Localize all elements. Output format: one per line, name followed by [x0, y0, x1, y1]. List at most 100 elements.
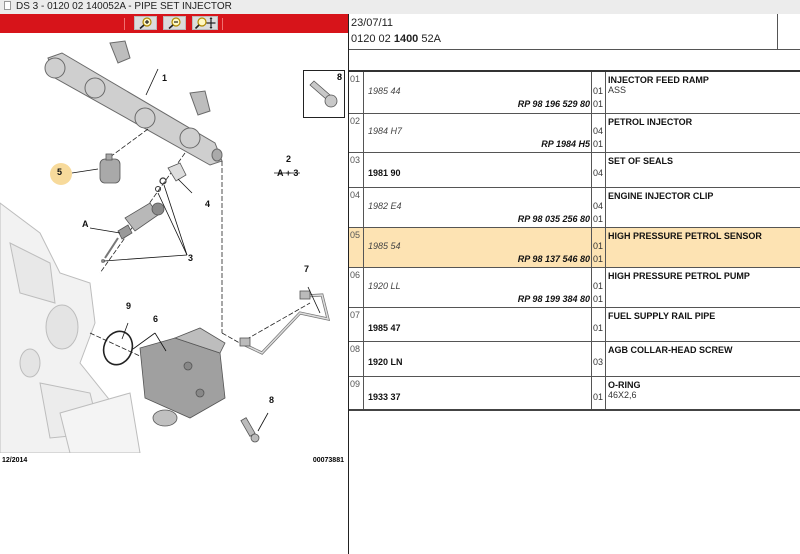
callout-7[interactable]: 7: [304, 264, 310, 274]
rp-quantity: 01: [593, 139, 604, 149]
zoom-in-button[interactable]: [134, 16, 157, 30]
qty-cell: 04 01: [592, 114, 606, 152]
header-divider: [777, 14, 778, 50]
toolbar-divider: [222, 18, 223, 30]
header-date: 23/07/11: [351, 17, 394, 29]
qty-cell: 01 01: [592, 228, 606, 267]
table-row[interactable]: 04 1982 E4 RP 98 035 256 80 04 01 ENGINE…: [349, 188, 800, 228]
zoom-pan-icon: [194, 17, 216, 29]
table-row[interactable]: 07 1985 47 01 FUEL SUPPLY RAIL PIPE: [349, 308, 800, 342]
table-row[interactable]: 06 1920 LL RP 98 199 384 80 01 01 HIGH P…: [349, 268, 800, 308]
part-subdescription: ASS: [608, 85, 627, 95]
quantity: 01: [593, 323, 604, 333]
part-code: 1982 E4: [368, 201, 402, 211]
qty-cell: 01 01: [592, 72, 606, 113]
description-cell: PETROL INJECTOR: [606, 114, 800, 152]
diagram-id: 00073881: [312, 457, 344, 464]
rp-quantity: 01: [593, 254, 604, 264]
diagram-date: 12/2014: [2, 457, 28, 464]
qty-cell: 04: [592, 153, 606, 187]
inset-number: 8: [336, 72, 342, 82]
part-code: 1920 LN: [368, 357, 403, 367]
header-reference: 0120 02 1400 52A: [351, 33, 441, 45]
rp-number: RP 98 137 546 80: [517, 254, 590, 264]
row-number: 08: [349, 342, 364, 376]
quantity: 04: [593, 201, 604, 211]
parts-header: 23/07/11 0120 02 1400 52A: [349, 14, 800, 50]
part-code: 1985 44: [368, 86, 401, 96]
diagram-pane: 1 2 A + 3 3 4 5 6 7 8 9 A 8 12/2014 0: [0, 14, 348, 554]
description-cell: O-RING 46X2,6: [606, 377, 800, 409]
part-code-cell: 1933 37: [364, 377, 592, 409]
table-row[interactable]: 09 1933 37 01 O-RING 46X2,6: [349, 377, 800, 411]
part-description: SET OF SEALS: [608, 156, 674, 166]
row-number: 01: [349, 72, 364, 113]
toolbar-divider: [124, 18, 125, 30]
table-row[interactable]: 02 1984 H7 RP 1984 H5 04 01 PETROL INJEC…: [349, 114, 800, 153]
header-spacer-row: [349, 50, 800, 72]
table-row[interactable]: 03 1981 90 04 SET OF SEALS: [349, 153, 800, 188]
part-description: ENGINE INJECTOR CLIP: [608, 191, 714, 201]
description-cell: SET OF SEALS: [606, 153, 800, 187]
screw-detail-inset[interactable]: 8: [303, 70, 345, 118]
description-cell: HIGH PRESSURE PETROL PUMP: [606, 268, 800, 307]
part-description: O-RING: [608, 380, 641, 390]
part-code: 1985 47: [368, 323, 401, 333]
description-cell: FUEL SUPPLY RAIL PIPE: [606, 308, 800, 341]
table-row-selected[interactable]: 05 1985 54 RP 98 137 546 80 01 01 HIGH P…: [349, 228, 800, 268]
callout-2[interactable]: 2: [286, 154, 292, 164]
diagram-toolbar: [0, 14, 348, 33]
quantity: 04: [593, 126, 604, 136]
part-code-cell: 1920 LN: [364, 342, 592, 376]
quantity: 01: [593, 241, 604, 251]
qty-cell: 03: [592, 342, 606, 376]
ref-suffix: 52A: [418, 33, 441, 45]
part-code-cell: 1985 44 RP 98 196 529 80: [364, 72, 592, 113]
exploded-parts-diagram[interactable]: 1 2 A + 3 3 4 5 6 7 8 9 A 8: [0, 33, 348, 453]
window-title: DS 3 - 0120 02 140052A - PIPE SET INJECT…: [16, 1, 232, 12]
part-subdescription: 46X2,6: [608, 390, 637, 400]
part-code-cell: 1981 90: [364, 153, 592, 187]
callout-5[interactable]: 5: [57, 167, 63, 177]
zoom-in-icon: [138, 17, 152, 29]
ref-prefix: 0120 02: [351, 33, 394, 45]
qty-cell: 01: [592, 308, 606, 341]
part-description: FUEL SUPPLY RAIL PIPE: [608, 311, 716, 321]
callout-4[interactable]: 4: [205, 199, 211, 209]
row-number: 03: [349, 153, 364, 187]
callout-1[interactable]: 1: [162, 73, 168, 83]
zoom-out-icon: [167, 17, 181, 29]
document-icon: [4, 1, 11, 10]
rp-number: RP 98 196 529 80: [517, 99, 590, 109]
part-code: 1920 LL: [368, 281, 401, 291]
zoom-out-button[interactable]: [163, 16, 186, 30]
row-number: 09: [349, 377, 364, 409]
quantity: 01: [593, 281, 604, 291]
table-row[interactable]: 01 1985 44 RP 98 196 529 80 01 01 INJECT…: [349, 72, 800, 114]
callout-a-plus-3[interactable]: A + 3: [277, 168, 299, 178]
quantity: 03: [593, 357, 604, 367]
pan-zoom-button[interactable]: [192, 16, 218, 30]
part-code-cell: 1985 54 RP 98 137 546 80: [364, 228, 592, 267]
row-number: 02: [349, 114, 364, 152]
callout-9[interactable]: 9: [126, 301, 132, 311]
callout-8[interactable]: 8: [269, 395, 275, 405]
table-row[interactable]: 08 1920 LN 03 AGB COLLAR-HEAD SCREW: [349, 342, 800, 377]
rp-quantity: 01: [593, 214, 604, 224]
callout-3[interactable]: 3: [188, 253, 194, 263]
callout-a[interactable]: A: [82, 219, 89, 229]
part-code: 1985 54: [368, 241, 401, 251]
engine-parts-illustration: [0, 40, 331, 453]
part-description: HIGH PRESSURE PETROL PUMP: [608, 271, 750, 281]
qty-cell: 01: [592, 377, 606, 409]
highlighted-callout-marker: [50, 163, 72, 185]
rp-number: RP 98 199 384 80: [517, 294, 590, 304]
rp-quantity: 01: [593, 294, 604, 304]
part-code-cell: 1984 H7 RP 1984 H5: [364, 114, 592, 152]
callout-6[interactable]: 6: [153, 314, 159, 324]
description-cell: ENGINE INJECTOR CLIP: [606, 188, 800, 227]
description-cell: HIGH PRESSURE PETROL SENSOR: [606, 228, 800, 267]
quantity: 01: [593, 392, 604, 402]
part-code-cell: 1920 LL RP 98 199 384 80: [364, 268, 592, 307]
